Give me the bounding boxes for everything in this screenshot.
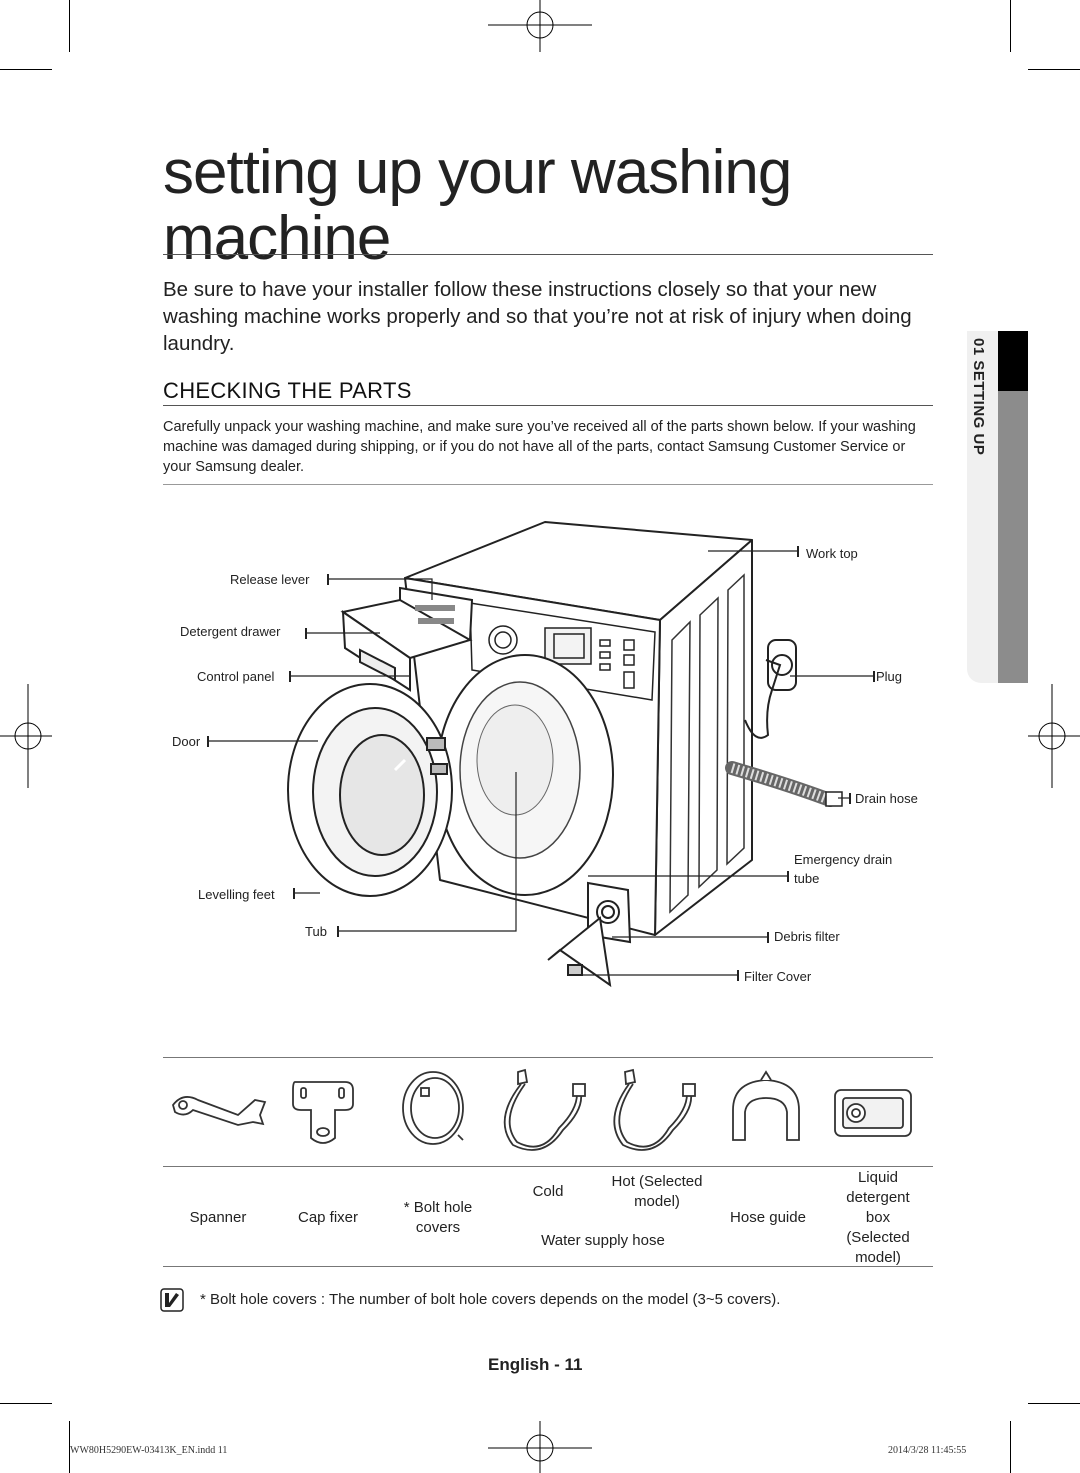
part-cap-fixer-label: Cap fixer [297, 1209, 359, 1226]
label-control-panel: Control panel [197, 669, 275, 684]
section-heading: CHECKING THE PARTS [163, 378, 412, 403]
cap-fixer-icon [292, 1081, 354, 1144]
section-body: Carefully unpack your washing machine, a… [163, 419, 916, 475]
parts-middle-divider [163, 1166, 933, 1167]
label-levelling-feet: Levelling feet [198, 887, 275, 902]
part-selected-label: (Selected [846, 1229, 910, 1246]
page-number: English - 11 [488, 1355, 583, 1374]
intro-paragraph: Be sure to have your installer follow th… [163, 278, 912, 355]
crop-mark [1010, 1421, 1011, 1473]
note-body: : The number of bolt hole covers depends… [316, 1291, 781, 1308]
liquid-detergent-box-icon [834, 1089, 912, 1137]
crop-mark [69, 1421, 70, 1473]
part-model-label: model) [855, 1249, 901, 1266]
part-detergent-label: detergent [846, 1189, 910, 1206]
section-divider [163, 405, 933, 406]
part-box-label: box [865, 1209, 891, 1226]
label-filter-cover: Filter Cover [744, 969, 812, 984]
page-title: setting up your washing machine [163, 138, 792, 273]
part-cold-label: Cold [532, 1183, 564, 1200]
crop-mark [0, 1403, 52, 1404]
label-emergency-drain: Emergency drain [794, 852, 893, 867]
label-debris-filter: Debris filter [774, 929, 840, 944]
side-tab-bar [998, 391, 1028, 683]
part-spanner-label: Spanner [189, 1209, 247, 1226]
side-tab-background [967, 331, 998, 683]
spanner-icon [172, 1096, 267, 1126]
label-plug: Plug [876, 669, 903, 684]
title-divider [163, 254, 933, 255]
side-tab-label: 01 SETTING UP [970, 338, 987, 456]
parts-illustrations [172, 1068, 912, 1151]
parts-bottom-divider [163, 1266, 933, 1267]
note-text: * Bolt hole covers : The number of bolt … [200, 1291, 780, 1308]
label-release-lever: Release lever [230, 572, 310, 587]
bolt-hole-cover-icon [402, 1071, 464, 1145]
part-hose-guide-label: Hose guide [730, 1209, 806, 1226]
part-water-supply-hose-label: Water supply hose [541, 1232, 665, 1249]
crop-mark [1028, 1403, 1080, 1404]
label-tub: Tub [305, 924, 327, 939]
footer-file-name: WW80H5290EW-03413K_EN.indd 11 [70, 1445, 228, 1456]
body-divider [163, 484, 933, 485]
side-tab-marker [998, 331, 1028, 391]
part-hot-model-label: model) [634, 1193, 680, 1210]
crop-mark [1010, 0, 1011, 52]
label-emergency-drain-tube: tube [794, 871, 820, 886]
hot-water-hose-icon [613, 1068, 696, 1151]
part-bolt-hole-label: * Bolt hole [403, 1199, 473, 1216]
label-work-top: Work top [806, 546, 858, 561]
part-hot-label: Hot (Selected [611, 1173, 703, 1190]
cold-water-hose-icon [503, 1068, 586, 1151]
label-detergent-drawer: Detergent drawer [180, 624, 281, 639]
washing-machine-illustration [207, 521, 875, 988]
label-door: Door [172, 734, 201, 749]
label-drain-hose: Drain hose [855, 791, 918, 806]
parts-top-divider [163, 1057, 933, 1058]
part-liquid-label: Liquid [857, 1169, 899, 1186]
hose-guide-icon [732, 1070, 800, 1141]
part-bolt-hole-covers-label: covers [415, 1219, 461, 1236]
footer-timestamp: 2014/3/28 11:45:55 [888, 1445, 967, 1456]
note-icon [160, 1288, 184, 1312]
crop-mark [1028, 69, 1080, 70]
note-label: * Bolt hole covers [200, 1291, 317, 1308]
crop-mark [69, 0, 70, 52]
crop-mark [0, 69, 52, 70]
